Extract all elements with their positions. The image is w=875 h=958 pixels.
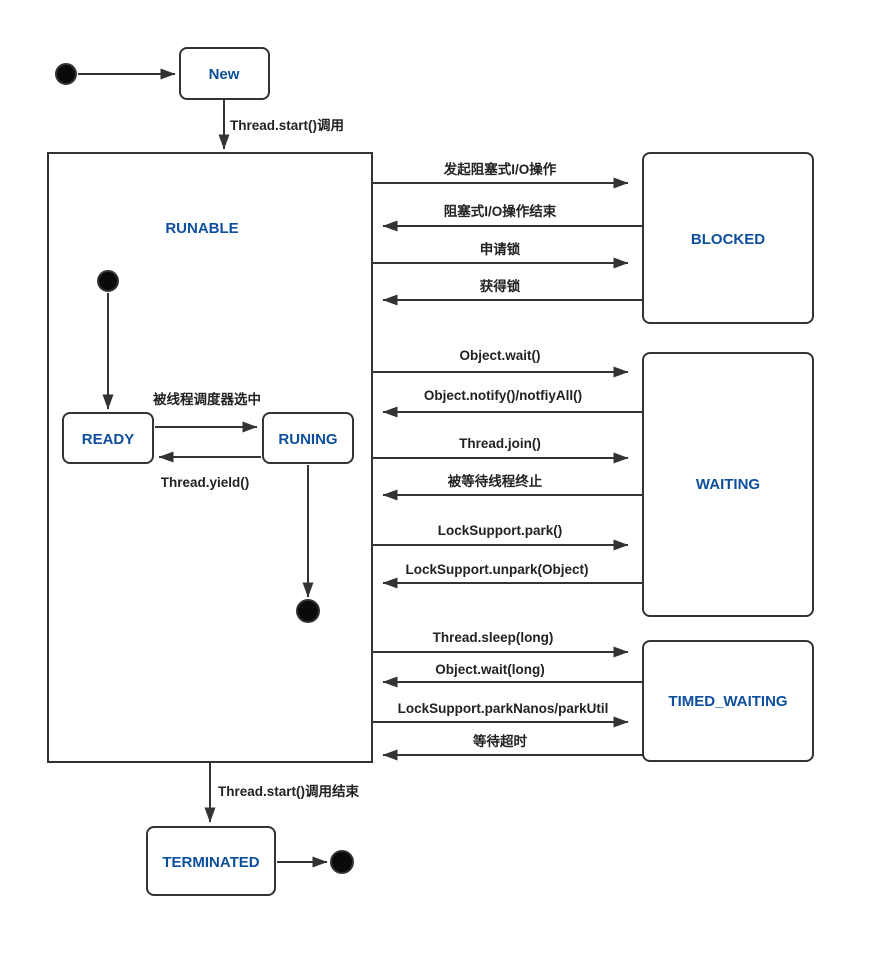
edge-label-io-begin: 发起阻塞式I/O操作 [443, 161, 557, 177]
final-state-dot [330, 850, 354, 874]
edge-label-thread-join: Thread.join() [459, 436, 541, 451]
edge-label-locksupport-parknanos: LockSupport.parkNanos/parkUtil [398, 701, 609, 716]
edge-label-waited-thread-terminated: 被等待线程终止 [448, 473, 543, 489]
edge-label-lock-request: 申请锁 [480, 241, 521, 257]
edge-label-lock-acquired: 获得锁 [480, 278, 521, 294]
runable-inner-end-dot [296, 599, 320, 623]
state-label-runable: RUNABLE [165, 220, 238, 237]
state-box-terminated [146, 826, 276, 896]
edge-label-locksupport-park: LockSupport.park() [438, 523, 563, 538]
runable-inner-start-dot [97, 270, 119, 292]
state-box-waiting [642, 352, 814, 617]
edge-label-thread-sleep: Thread.sleep(long) [433, 630, 554, 645]
edge-label-object-wait-long: Object.wait(long) [435, 662, 545, 677]
state-label-timed-waiting: TIMED_WAITING [668, 693, 787, 710]
edge-label-io-end: 阻塞式I/O操作结束 [444, 203, 557, 219]
edge-label-object-wait: Object.wait() [459, 348, 540, 363]
state-label-new: New [209, 66, 240, 83]
edge-label-locksupport-unpark: LockSupport.unpark(Object) [405, 562, 588, 577]
state-box-timed-waiting [642, 640, 814, 762]
state-box-new [179, 47, 270, 100]
edge-label-start-call: Thread.start()调用 [230, 118, 344, 133]
edge-label-thread-yield: Thread.yield() [161, 475, 250, 490]
state-label-blocked: BLOCKED [691, 231, 765, 248]
state-label-terminated: TERMINATED [162, 854, 259, 871]
edge-label-start-call-end: Thread.start()调用结束 [218, 783, 360, 799]
edge-label-scheduler-selected: 被线程调度器选中 [153, 391, 261, 407]
state-box-blocked [642, 152, 814, 324]
state-box-ready [62, 412, 154, 464]
state-label-runing: RUNING [278, 431, 337, 448]
initial-state-dot [55, 63, 77, 85]
state-label-ready: READY [82, 431, 135, 448]
edge-label-object-notify: Object.notify()/notfiyAll() [424, 388, 582, 403]
edge-label-wait-timeout: 等待超时 [473, 733, 527, 749]
state-label-waiting: WAITING [696, 476, 760, 493]
state-box-runing [262, 412, 354, 464]
